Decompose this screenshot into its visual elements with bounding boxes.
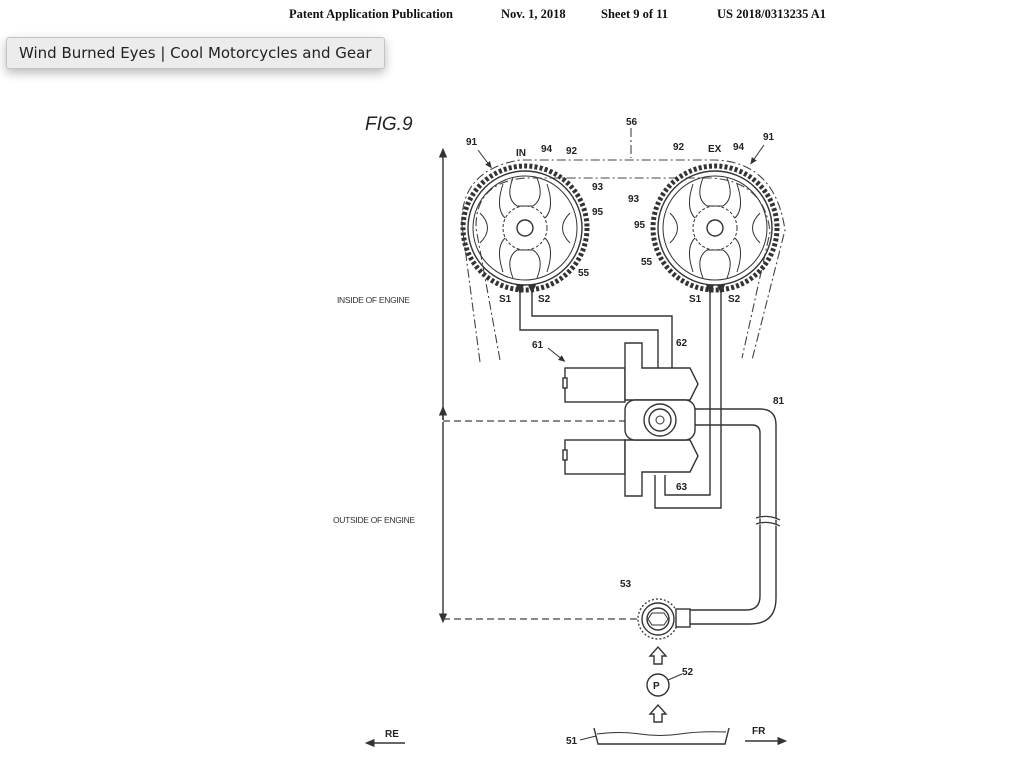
ref-95-intake: 95 bbox=[592, 207, 604, 218]
ref-92-exhaust: 92 bbox=[673, 142, 685, 153]
inside-engine-label: INSIDE OF ENGINE bbox=[337, 295, 410, 305]
pump-symbol: P bbox=[653, 681, 660, 692]
exhaust-label: EX bbox=[708, 144, 722, 155]
ref-56-chain: 56 bbox=[626, 117, 638, 128]
oil-pump bbox=[646, 673, 670, 697]
ref-94-intake: 94 bbox=[541, 144, 553, 155]
ref-51-pan: 51 bbox=[566, 736, 578, 747]
ref-53-filter: 53 bbox=[620, 579, 632, 590]
publication-date: Nov. 1, 2018 bbox=[501, 7, 566, 21]
oil-filter bbox=[637, 598, 691, 640]
s2-intake: S2 bbox=[538, 294, 551, 305]
ref-55-exhaust: 55 bbox=[641, 257, 653, 268]
ref-62-valve: 62 bbox=[676, 338, 688, 349]
ref-52-pump: 52 bbox=[682, 667, 694, 678]
ref-95-exhaust: 95 bbox=[634, 220, 646, 231]
exhaust-sprocket bbox=[650, 163, 780, 293]
s2-exhaust: S2 bbox=[728, 294, 741, 305]
figure-title: FIG.9 bbox=[365, 114, 413, 135]
s1-exhaust: S1 bbox=[689, 294, 702, 305]
timing-chain bbox=[461, 128, 786, 363]
sheet-number: Sheet 9 of 11 bbox=[601, 7, 669, 21]
patent-number: US 2018/0313235 A1 bbox=[717, 7, 827, 21]
ref-93-exhaust: 93 bbox=[628, 194, 640, 205]
ref-81-pipe: 81 bbox=[773, 396, 785, 407]
ref-93-intake: 93 bbox=[592, 182, 604, 193]
oil-passages bbox=[515, 284, 726, 509]
intake-label: IN bbox=[516, 148, 526, 159]
patent-header: Patent Application Publication Nov. 1, 2… bbox=[0, 7, 1024, 27]
ref-92-intake: 92 bbox=[566, 146, 578, 157]
ref-55-intake: 55 bbox=[578, 268, 590, 279]
ref-94-exhaust: 94 bbox=[733, 142, 745, 153]
ref-91-exhaust: 91 bbox=[763, 132, 775, 143]
rear-label: RE bbox=[385, 729, 399, 740]
s1-intake: S1 bbox=[499, 294, 512, 305]
oil-pan bbox=[593, 727, 730, 745]
ref-61-valve: 61 bbox=[532, 340, 544, 351]
publication-type: Patent Application Publication bbox=[289, 7, 453, 21]
flow-arrow-up-icon bbox=[648, 703, 668, 723]
oil-pipe bbox=[690, 408, 781, 625]
page-title-tooltip: Wind Burned Eyes | Cool Motorcycles and … bbox=[6, 37, 385, 69]
flow-arrow-up-icon bbox=[648, 645, 668, 665]
ref-91-intake: 91 bbox=[466, 137, 478, 148]
outside-engine-label: OUTSIDE OF ENGINE bbox=[333, 515, 415, 525]
intake-sprocket bbox=[460, 163, 590, 293]
front-label: FR bbox=[752, 726, 766, 737]
control-valve-unit bbox=[562, 342, 699, 497]
ref-63-valve: 63 bbox=[676, 482, 688, 493]
